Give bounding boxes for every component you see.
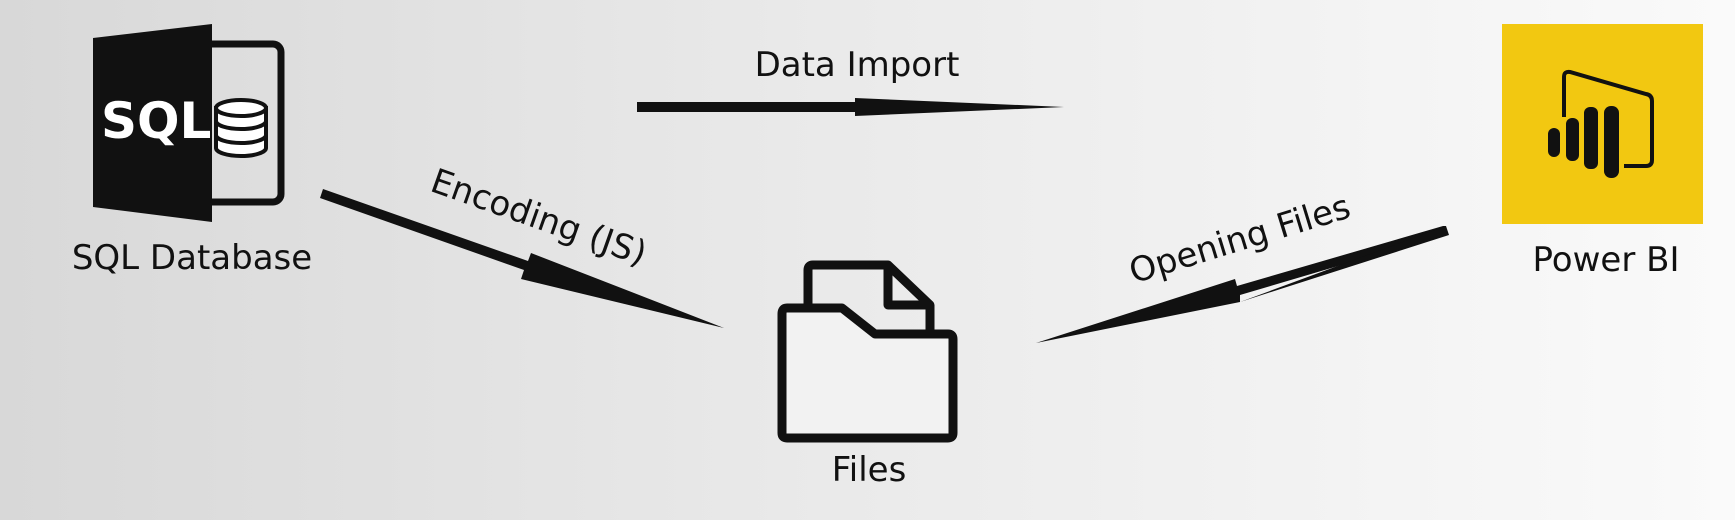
arrow-opening-files xyxy=(1036,226,1449,343)
edge-label-data-import: Data Import xyxy=(755,45,960,85)
power-bi-tile xyxy=(1502,24,1703,224)
sql-badge-text: SQL xyxy=(101,92,211,150)
node-label-sql-database: SQL Database xyxy=(71,238,313,278)
sql-database-icon: SQL xyxy=(93,24,285,222)
edge-label-opening-files: Opening Files xyxy=(1125,187,1356,292)
node-label-files: Files xyxy=(831,450,907,490)
power-bi-icon xyxy=(1502,24,1703,224)
node-label-power-bi: Power BI xyxy=(1532,240,1680,280)
folder-files-icon xyxy=(777,260,958,443)
database-cylinder-icon xyxy=(214,98,268,158)
arrow-encoding xyxy=(320,189,724,328)
arrow-data-import xyxy=(637,98,1064,116)
